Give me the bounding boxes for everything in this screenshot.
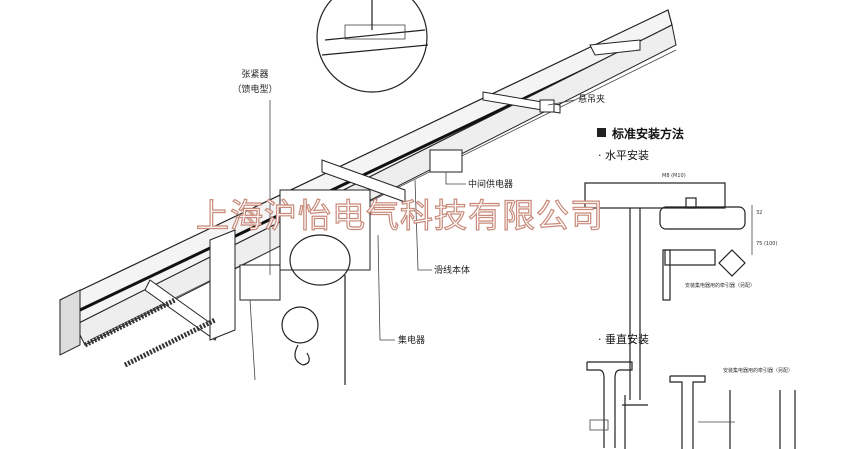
leader-lines bbox=[269, 99, 576, 341]
horizontal-install-heading: · 水平安装 bbox=[598, 148, 649, 162]
company-watermark: 上海沪怡电气科技有限公司 bbox=[195, 196, 604, 235]
detail-magnifier bbox=[316, 0, 429, 93]
label-middle-feeder: 中间供电器 bbox=[468, 178, 513, 190]
section-bullet-icon bbox=[597, 128, 606, 137]
vertical-install-heading: · 垂直安装 bbox=[598, 332, 649, 346]
install-title: 标准安装方法 bbox=[611, 126, 684, 141]
tow-note-vertical: 安装集电器用的牵引器（另配） bbox=[723, 367, 793, 374]
label-rail-body: 滑线本体 bbox=[434, 264, 470, 276]
label-tensioner: 张紧器 bbox=[241, 69, 268, 80]
tow-note-horizontal: 安装集电器用的牵引器（另配） bbox=[685, 282, 755, 289]
bolt-size-label: M8 (M10) bbox=[662, 173, 686, 179]
label-tensioner-type: （馈电型） bbox=[232, 83, 277, 95]
horizontal-install-drawing bbox=[584, 182, 753, 406]
label-hanger-clamp: 悬吊夹 bbox=[578, 93, 605, 105]
rail-assembly bbox=[59, 9, 677, 385]
label-collector: 集电器 bbox=[398, 334, 425, 346]
dim-32-label: 32 bbox=[756, 210, 762, 216]
vertical-install-drawing bbox=[586, 361, 796, 449]
dim-75-label: 75 (100) bbox=[756, 241, 777, 247]
